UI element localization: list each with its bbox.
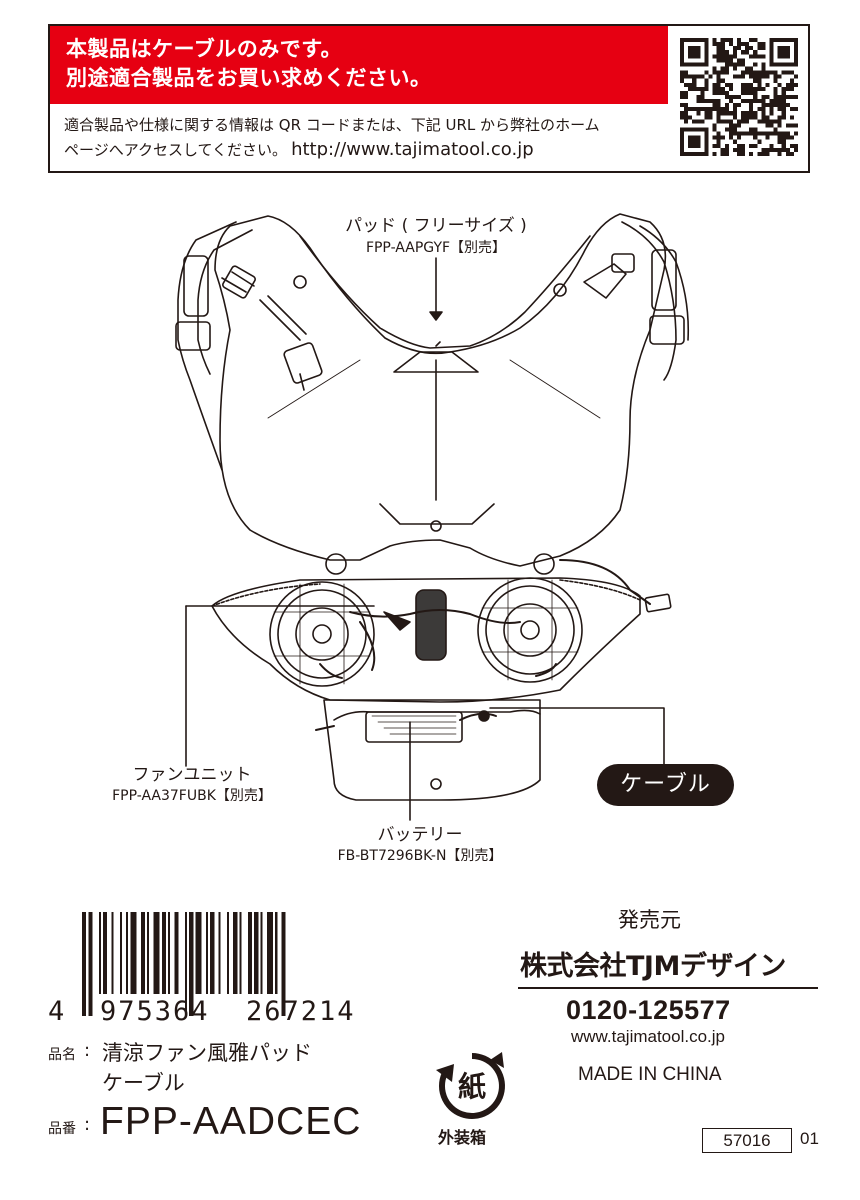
seller-website[interactable]: www.tajimatool.co.jp [571, 1027, 726, 1046]
leader-lines [185, 257, 665, 821]
barcode-digits-left: 975364 [100, 996, 210, 1027]
fan-label: ファンユニット [132, 765, 252, 785]
info-line-2: ページへアクセスしてください。http://www.tajimatool.co.… [64, 139, 534, 160]
fan-code: FPP-AA37FUBK【別売】 [112, 788, 272, 804]
notice-box: 本製品はケーブルのみです。 別途適合製品をお買い求めください。 適合製品や仕様に… [48, 24, 810, 173]
company-name: 株式会社TJMデザイン [520, 951, 786, 982]
country-of-origin: MADE IN CHINA [578, 1064, 722, 1085]
barcode-digits-right: 267214 [246, 996, 356, 1027]
barcode [82, 912, 286, 1016]
info-line-1: 適合製品や仕様に関する情報は QR コードまたは、下記 URL から弊社のホーム [64, 116, 600, 134]
pad-label: パッド ( フリーサイズ ) [345, 216, 527, 236]
product-name-label: 品名 [48, 1047, 76, 1063]
battery-pocket [323, 699, 541, 801]
barcode-digit-first: 4 [48, 996, 65, 1027]
recycle-mark-text: 紙 [458, 1070, 486, 1103]
product-name-line-2: ケーブル [102, 1071, 185, 1095]
company-divider [518, 987, 818, 989]
left-strap [177, 221, 237, 471]
product-name-line-1: 清涼ファン風雅パッド [102, 1041, 312, 1065]
paper-recycle-icon: 紙 [436, 1052, 505, 1119]
left-fan-icon [269, 581, 375, 687]
battery-code: FB-BT7296BK-N【別売】 [337, 848, 503, 864]
right-strap [621, 221, 677, 381]
lot-suffix: 01 [800, 1129, 819, 1148]
website-url[interactable]: http://www.tajimatool.co.jp [291, 139, 534, 160]
pad-code: FPP-AAPGYF【別売】 [365, 240, 507, 256]
notice-line-2: 別途適合製品をお買い求めください。 [66, 66, 432, 90]
fan-pouch [211, 577, 641, 703]
right-strap-buckle [651, 249, 677, 311]
left-clip [283, 342, 323, 384]
pad-center-mark [393, 351, 479, 373]
lot-number: 57016 [702, 1128, 792, 1153]
qr-code-icon[interactable] [680, 38, 798, 156]
recycle-label: 外装箱 [438, 1128, 487, 1147]
right-fan-icon [477, 577, 583, 683]
product-diagram [175, 213, 690, 821]
pad-outline [214, 213, 667, 567]
product-code: FPP-AADCEC [100, 1100, 362, 1143]
cable-callout: ケーブル [597, 764, 734, 806]
seller-label: 発売元 [618, 908, 681, 932]
info-line-2-text: ページへアクセスしてください。 [64, 141, 288, 159]
notice-line-1: 本製品はケーブルのみです。 [66, 37, 343, 61]
notice-red-banner: 本製品はケーブルのみです。 別途適合製品をお買い求めください。 [50, 26, 668, 104]
product-name-colon: : [84, 1040, 91, 1061]
cable-connector [644, 593, 672, 613]
product-code-colon: : [84, 1114, 91, 1135]
cable-wire [349, 609, 521, 624]
left-strap-buckle [183, 255, 209, 317]
product-code-label: 品番 [48, 1121, 76, 1137]
battery-holder [415, 589, 447, 661]
phone-number: 0120-125577 [566, 995, 731, 1025]
right-clip [583, 263, 627, 299]
battery-label: バッテリー [377, 825, 463, 845]
